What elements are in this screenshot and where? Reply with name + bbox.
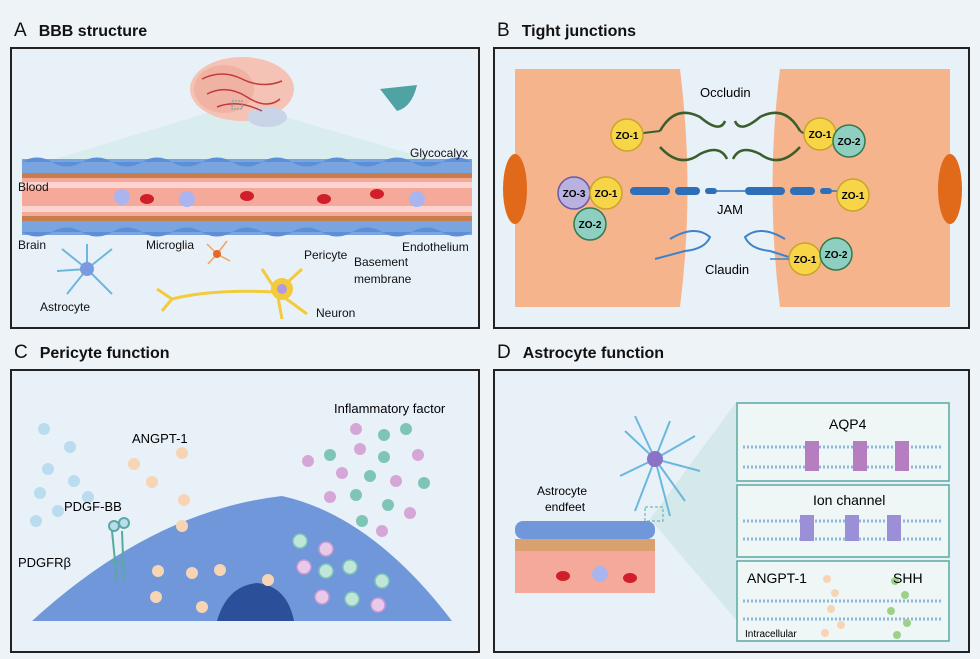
panel-a-title: A BBB structure <box>14 20 147 42</box>
label-pdgf-bb: PDGF-BB <box>64 499 122 514</box>
label-astrocyte: Astrocyte <box>40 300 90 314</box>
zo1-top-right: ZO-1 <box>803 117 837 151</box>
zo2-bottom-right: ZO-2 <box>819 237 853 271</box>
panel-name: Pericyte function <box>39 345 170 362</box>
zo1-bottom-right: ZO-1 <box>788 242 822 276</box>
panel-d: Astrocyte endfeet AQP4 Ion channel ANGPT… <box>493 369 970 653</box>
label-astrocyte: Astrocyte <box>537 484 587 498</box>
pdgfr-beta-receptor-icon <box>108 517 130 582</box>
label-claudin: Claudin <box>705 262 749 277</box>
zo3-mid-left: ZO-3 <box>557 176 591 210</box>
brain-icon <box>190 57 294 127</box>
panel-letter: D <box>497 342 511 363</box>
label-aqp4: AQP4 <box>829 416 867 432</box>
tight-junction-diagram: ZO-1 ZO-1 ZO-2 ZO-3 ZO-1 ZO-2 ZO-1 ZO-1 … <box>503 69 962 307</box>
nucleus <box>217 583 294 621</box>
label-angpt1: ANGPT-1 <box>132 431 188 446</box>
microglia-icon <box>206 240 231 265</box>
aqp4-box <box>736 402 950 482</box>
svg-text:ZO-2: ZO-2 <box>579 220 602 231</box>
label-brain: Brain <box>18 238 46 252</box>
label-blood: Blood <box>18 180 49 194</box>
label-pdgfr-beta: PDGFRβ <box>18 555 71 570</box>
label-neuron: Neuron <box>316 306 355 320</box>
zo1-mid-left: ZO-1 <box>589 176 623 210</box>
neuron-icon <box>156 267 308 320</box>
panel-letter: A <box>14 20 27 41</box>
panel-letter: C <box>14 342 28 363</box>
label-endothelium: Endothelium <box>402 240 469 254</box>
svg-text:ZO-1: ZO-1 <box>616 131 639 142</box>
svg-text:ZO-1: ZO-1 <box>809 130 832 141</box>
astrocyte-function-diagram: Astrocyte endfeet AQP4 Ion channel ANGPT… <box>515 401 950 642</box>
cell-fragment-icon <box>380 85 417 111</box>
svg-text:ZO-2: ZO-2 <box>825 250 848 261</box>
astrocyte-icon <box>56 244 113 295</box>
label-microglia: Microglia <box>146 238 194 252</box>
panel-a: Glycocalyx Blood Brain Microglia Pericyt… <box>10 47 480 329</box>
astrocyte-icon <box>619 415 701 517</box>
panel-c: ANGPT-1 Inflammatory factor PDGF-BB PDGF… <box>10 369 480 653</box>
label-intracellular: Intracellular <box>745 629 797 640</box>
zo1-top-left: ZO-1 <box>610 118 644 152</box>
panel-b: ZO-1 ZO-1 ZO-2 ZO-3 ZO-1 ZO-2 ZO-1 ZO-1 … <box>493 47 970 329</box>
label-membrane: membrane <box>354 272 412 286</box>
zo2-top-right: ZO-2 <box>832 124 866 158</box>
panel-c-title: C Pericyte function <box>14 342 170 364</box>
label-endfeet: endfeet <box>545 500 586 514</box>
svg-text:ZO-2: ZO-2 <box>838 137 861 148</box>
inflammatory-particles <box>292 423 430 613</box>
panel-name: Astrocyte function <box>522 345 665 362</box>
label-basement: Basement <box>354 255 409 269</box>
svg-text:ZO-1: ZO-1 <box>794 255 817 266</box>
label-occludin: Occludin <box>700 85 751 100</box>
label-shh: SHH <box>893 570 923 586</box>
svg-text:ZO-3: ZO-3 <box>563 189 586 200</box>
label-pericyte: Pericyte <box>304 248 348 262</box>
svg-text:ZO-1: ZO-1 <box>842 191 865 202</box>
bbb-structure-diagram: Glycocalyx Blood Brain Microglia Pericyt… <box>18 57 472 320</box>
pericyte-cell <box>32 496 452 621</box>
label-glycocalyx: Glycocalyx <box>410 146 468 160</box>
label-jam: JAM <box>717 202 743 217</box>
pdgf-bb-particles <box>30 423 94 527</box>
label-inflammatory-factor: Inflammatory factor <box>334 401 446 416</box>
label-angpt1: ANGPT-1 <box>747 570 807 586</box>
panel-letter: B <box>497 20 510 41</box>
zo1-mid-right: ZO-1 <box>836 178 870 212</box>
angpt1-particles <box>128 447 274 613</box>
svg-text:ZO-1: ZO-1 <box>595 189 618 200</box>
label-ion-channel: Ion channel <box>813 492 885 508</box>
panel-name: Tight junctions <box>521 23 637 40</box>
panel-name: BBB structure <box>38 23 148 40</box>
zo2-mid-left: ZO-2 <box>573 207 607 241</box>
panel-d-title: D Astrocyte function <box>497 342 664 364</box>
pericyte-function-diagram: ANGPT-1 Inflammatory factor PDGF-BB PDGF… <box>18 401 452 621</box>
panel-b-title: B Tight junctions <box>497 20 636 42</box>
